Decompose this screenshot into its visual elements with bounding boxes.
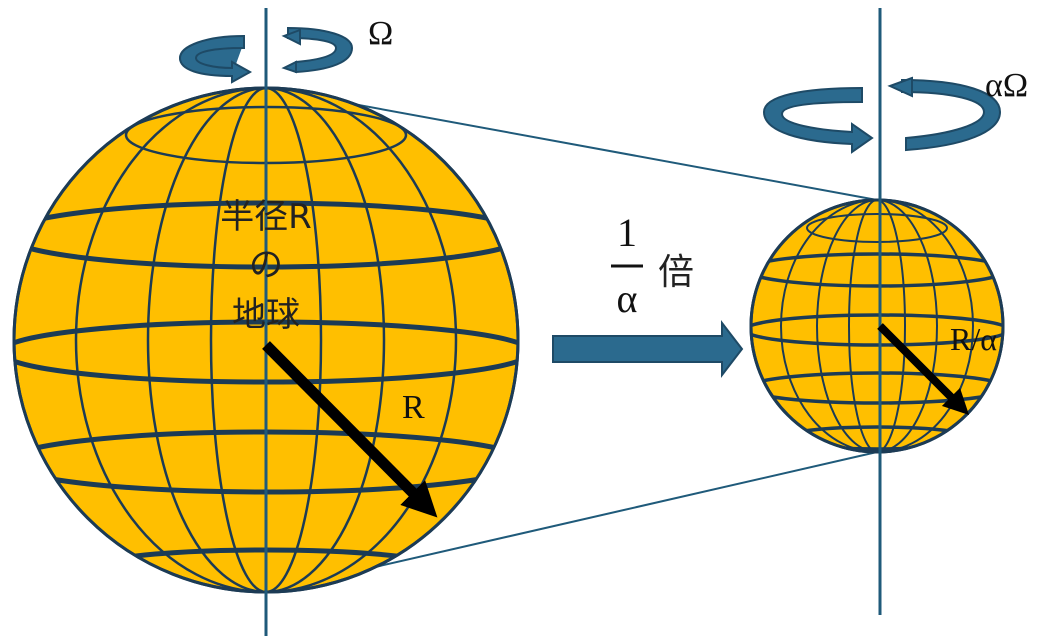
big-rotation-label: Ω [368,15,393,52]
big-globe-label-line2: の [249,245,283,285]
scale-arrow [552,320,744,378]
big-globe-label-line3: 地球 [232,295,300,335]
big-globe-label-line1: 半径R [220,197,312,237]
small-radius-label: R/α [950,321,997,357]
scale-denominator: α [617,276,638,321]
scale-suffix: 倍 [658,252,694,293]
big-rotation-arrow [178,26,354,84]
small-rotation-arrow [762,76,1002,154]
scale-numerator: 1 [617,210,637,255]
small-globe-grid [751,200,1003,452]
big-radius-arrow [262,341,438,518]
big-radius-label: R [402,389,425,426]
small-radius-arrow [877,323,970,416]
projection-line-top [265,87,878,201]
small-rotation-label: αΩ [985,67,1028,104]
